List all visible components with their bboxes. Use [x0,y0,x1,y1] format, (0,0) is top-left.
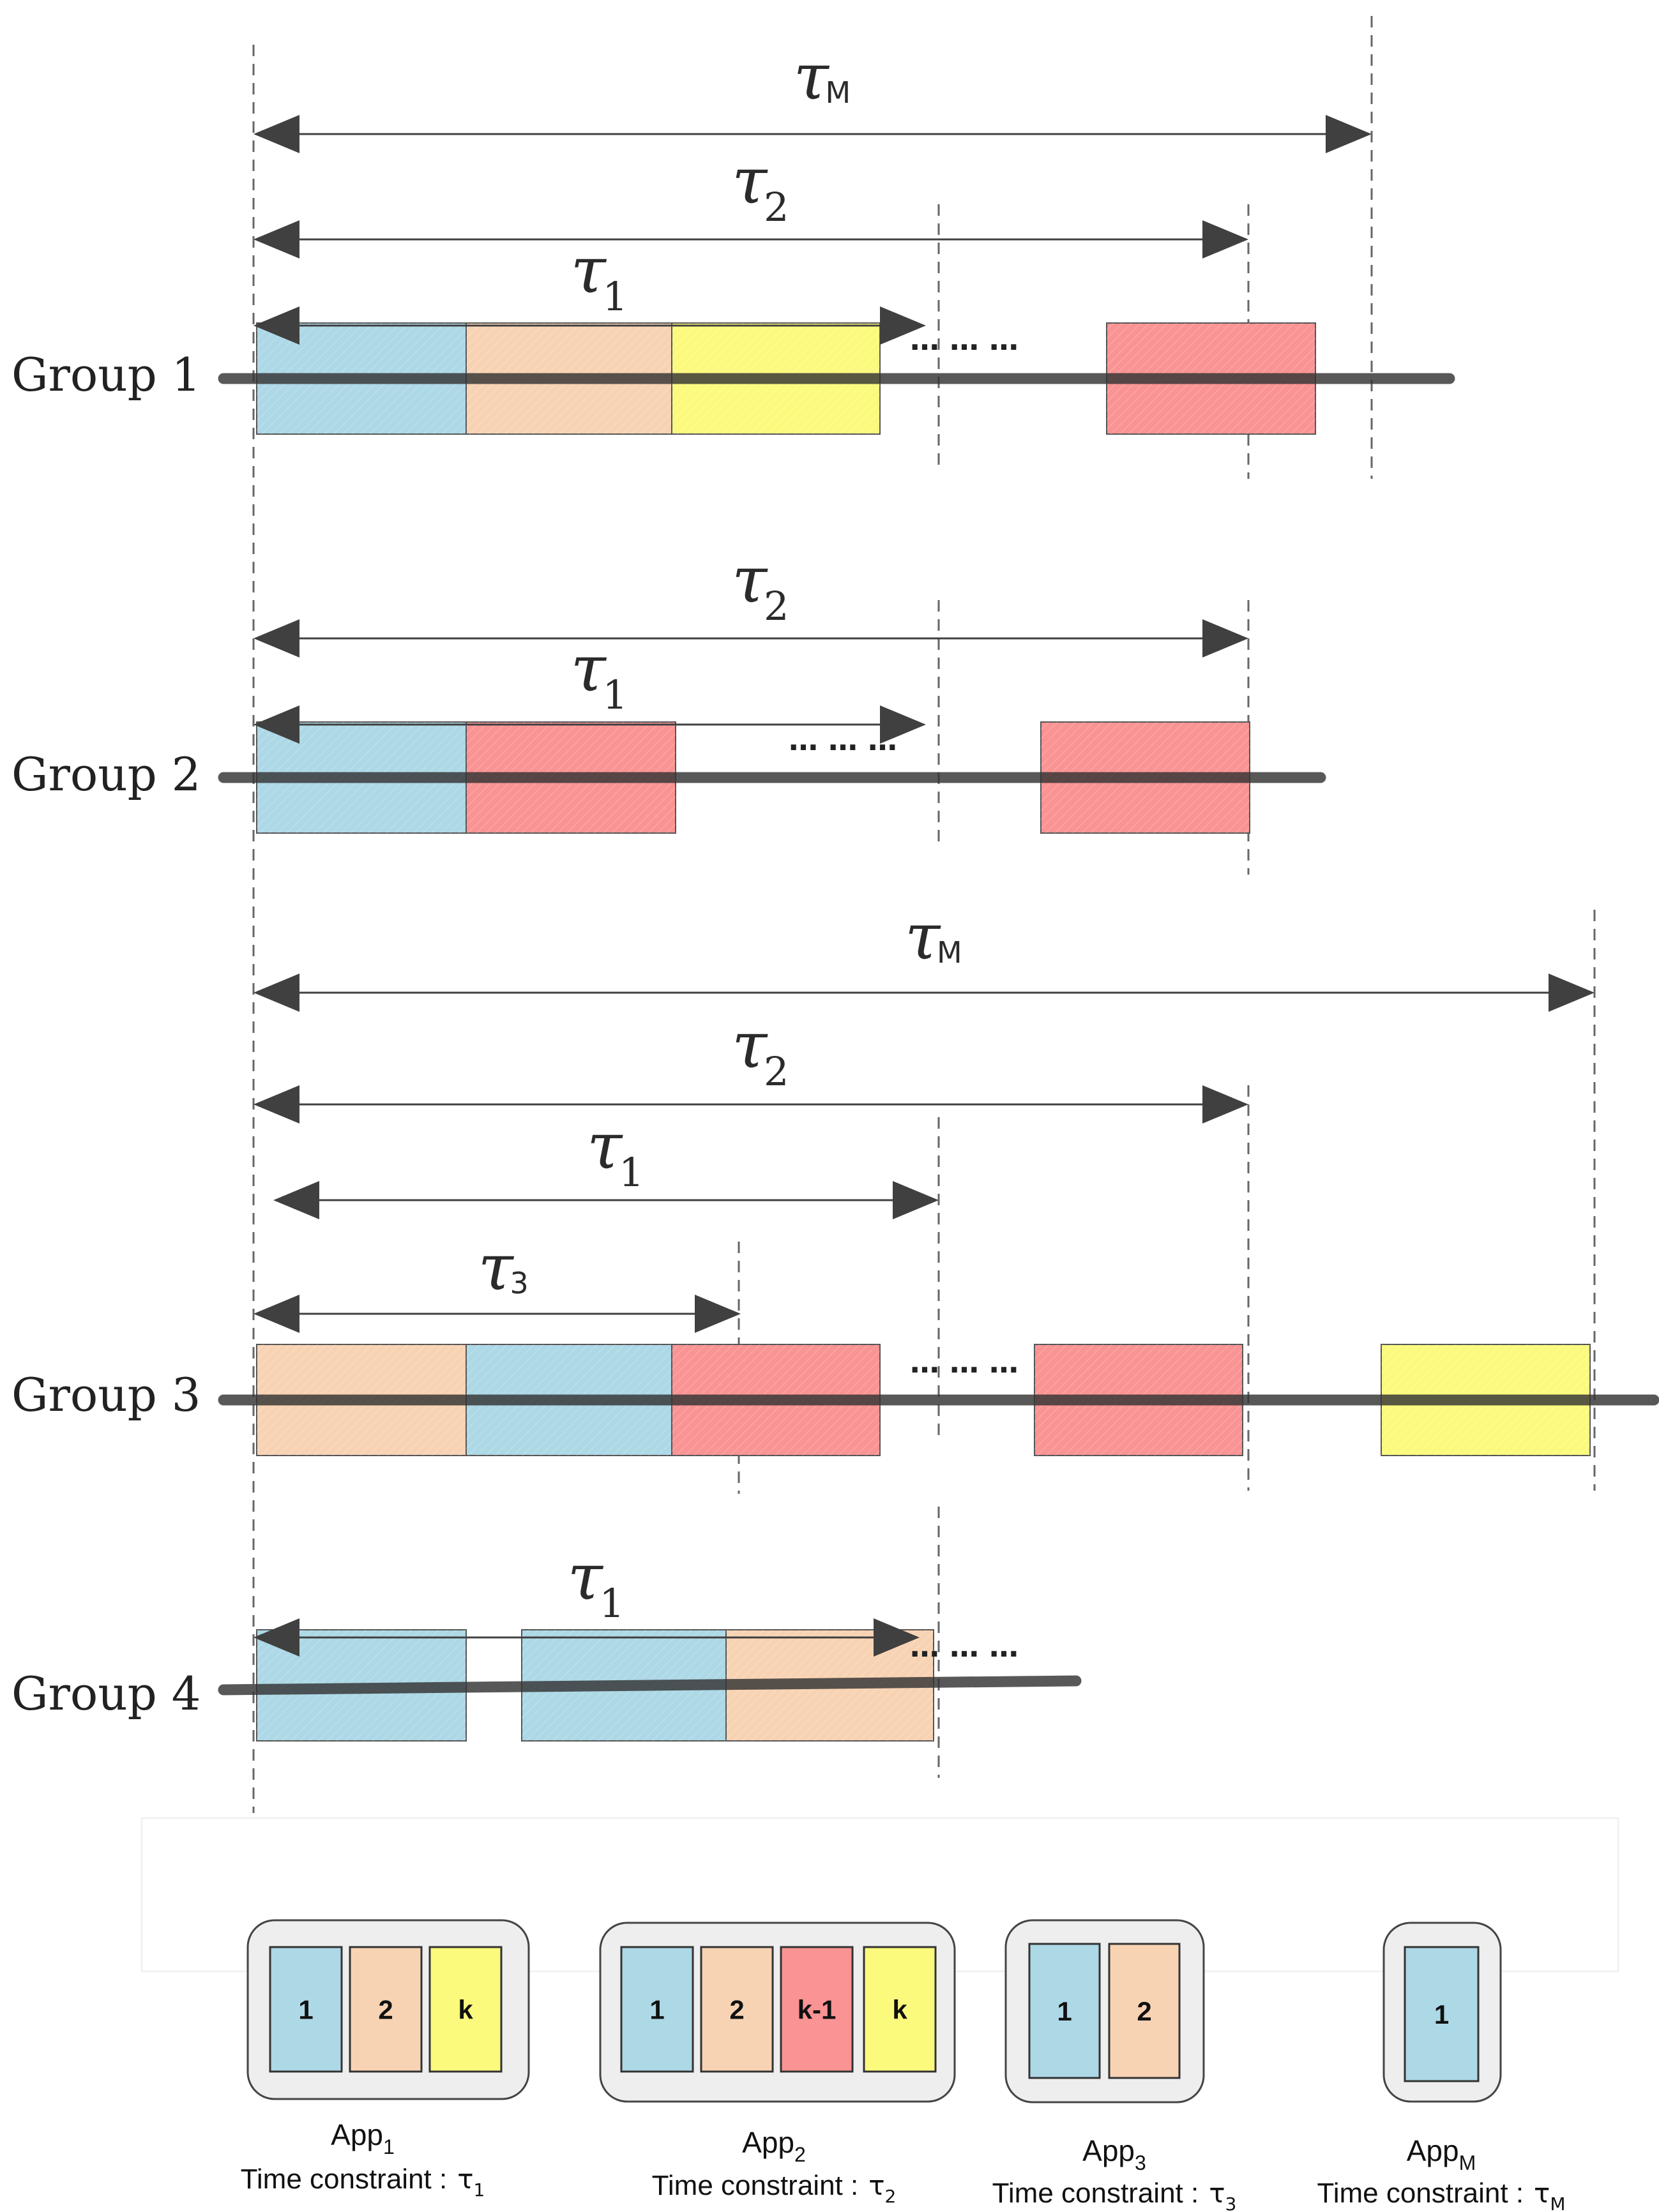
group-1-span-tau-1-label: τ [571,233,607,308]
group-1-span-tau-m-arrowhead-left [254,115,299,153]
app-3-block-1-label: 1 [1057,1996,1072,2026]
app-1-block-1-label: 1 [298,1995,313,2025]
app-2-block-4 [863,1946,937,2073]
app-1-block-3 [428,1946,503,2073]
group-4-ellipsis: … … … [910,1629,1019,1664]
group-3-label: Group 3 [11,1368,201,1422]
group-3-span-tau-1-label: τ [587,1109,623,1184]
app-1-block-1 [269,1946,343,2073]
group-3-span-tau-1-label-subscript: 1 [619,1149,644,1196]
group-2-ellipsis: … … … [789,723,897,757]
group-1-ellipsis: … … … [910,322,1019,357]
group-1-span-tau-2-arrowhead-right [1202,220,1248,259]
app-3-block-2-label: 2 [1137,1996,1151,2026]
app-3-block-1 [1028,1943,1101,2079]
group-3-span-tau-m-arrowhead-right [1549,974,1595,1012]
group-3-ellipsis: … … … [910,1345,1019,1380]
app-2-block-1 [620,1946,694,2073]
app-2-block-3-label: k-1 [798,1995,837,2025]
group-3-span-tau-1-arrowhead-left [273,1181,319,1219]
app-3-block-2 [1108,1943,1181,2079]
group-2-label: Group 2 [11,748,201,801]
group-1-span-tau-m-label: τ [794,40,830,114]
group-2-span-tau-2-arrowhead-left [254,619,299,658]
group-3-span-tau-2-label: τ [732,1008,768,1083]
group-2-span-tau-1-label: τ [571,631,607,706]
group-3-span-tau-3-label: τ [478,1230,515,1305]
app-2-block-4-label: k [892,1995,907,2025]
group-1-span-tau-m-arrowhead-right [1326,115,1372,153]
app-3-name: App3 [1082,2134,1146,2174]
group-timelines [218,322,1659,1742]
group-4-span-tau-1-arrowhead-right [874,1618,920,1657]
group-3-span-tau-2-arrowhead-left [254,1085,299,1124]
group-1-span-tau-1-arrowhead-left [254,306,299,345]
group-4-timeline [218,1675,1082,1696]
group-2-span-tau-2-label: τ [732,543,768,617]
group-3-span-tau-m-arrowhead-left [254,974,299,1012]
app-2-block-1-label: 1 [649,1995,664,2025]
group-1-span-tau-2-label: τ [732,144,768,218]
app-2-time-constraint: Time constraint :τ2 [652,2170,897,2207]
app-2-name: App2 [742,2126,806,2166]
group-3-span-tau-2-arrowhead-right [1202,1085,1248,1124]
app-m-block-1-label: 1 [1434,1999,1449,2029]
app-m-block-1 [1404,1946,1480,2082]
app-legend: 1 2 k 1 2 k-1 k 1 2 1 [246,1919,1502,2103]
group-2-span-tau-2-arrowhead-right [1202,619,1248,658]
app-1-name: App1 [331,2118,395,2158]
app-1-block-2 [349,1946,423,2073]
group-1-span-tau-m-label-subscript: M [826,75,851,110]
app-m-time-constraint: Time constraint :τM [1317,2178,1565,2212]
group-3-span-tau-2-label-subscript: 2 [764,1048,789,1095]
app-2-block-2 [700,1946,774,2073]
group-3-span-tau-m-label-subscript: M [937,935,962,970]
group-4-span-tau-1-arrowhead-left [254,1618,299,1657]
app-m-name: AppM [1407,2134,1476,2174]
group-1-label: Group 1 [11,348,201,402]
app-1-block-2-label: 2 [378,1995,393,2025]
app-2-block-2-label: 2 [729,1995,744,2025]
group-2-span-tau-1-arrowhead-left [254,705,299,744]
group-1-span-tau-2-arrowhead-left [254,220,299,259]
app-1-time-constraint: Time constraint :τ1 [241,2163,485,2201]
group-3-span-tau-m-label: τ [905,899,941,974]
group-4-label: Group 4 [11,1667,201,1720]
group-1-span-tau-2-label-subscript: 2 [764,184,789,230]
app-1-block-3-label: k [458,1995,473,2025]
group-1-span-tau-1-arrowhead-right [880,306,926,345]
group-3-span-tau-3-arrowhead-right [695,1295,741,1333]
app-2-block-3 [780,1946,854,2073]
app-3-time-constraint: Time constraint :τ3 [992,2178,1237,2212]
group-2-span-tau-1-label-subscript: 1 [603,672,628,718]
group-3-span-tau-1-arrowhead-right [893,1181,939,1219]
group-2-span-tau-2-label-subscript: 2 [764,583,789,629]
group-3-span-tau-3-arrowhead-left [254,1295,299,1333]
group-4-span-tau-1-label: τ [568,1540,604,1614]
group-3-span-tau-3-label-subscript: 3 [510,1266,529,1300]
group-4-span-tau-1-label-subscript: 1 [600,1580,625,1627]
group-2-span-tau-1-arrowhead-right [880,705,926,744]
group-1-span-tau-1-label-subscript: 1 [603,273,628,320]
